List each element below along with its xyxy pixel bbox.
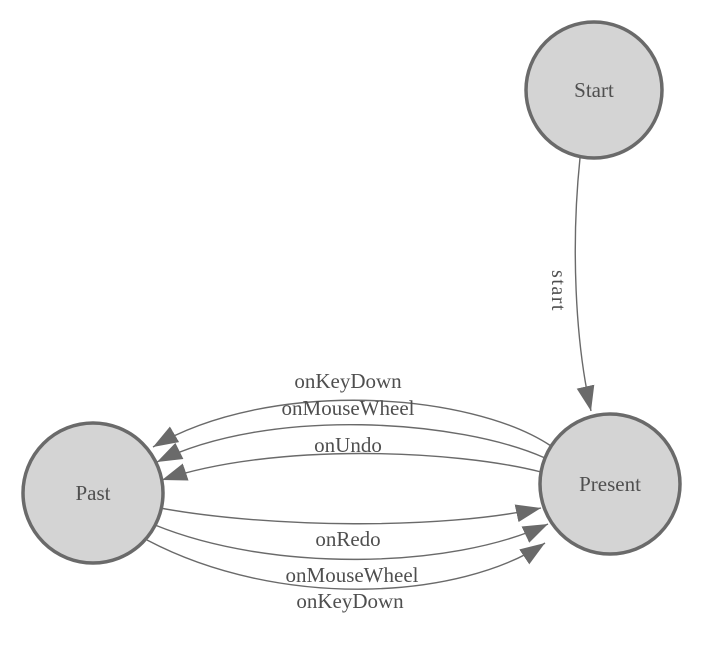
edge-label-onmousewheel-top: onMouseWheel: [282, 396, 415, 420]
edge-present-to-past-onmousewheel: [156, 423, 546, 463]
edge-present-to-past-onundo: [161, 452, 542, 481]
edge-label-onkeydown-top: onKeyDown: [294, 369, 402, 393]
edge-start-to-present: [574, 157, 595, 412]
edge-past-to-present-onkeydown: [146, 539, 546, 590]
state-circle-past[interactable]: [21, 421, 165, 565]
edge-layer: [146, 157, 595, 590]
state-label-start: Start: [574, 78, 614, 102]
state-circle-present[interactable]: [538, 412, 682, 556]
edge-present-to-past-onkeydown: [152, 399, 552, 448]
state-label-past: Past: [75, 481, 110, 505]
state-node-present[interactable]: Present: [538, 412, 682, 556]
edge-label-start: start: [547, 270, 569, 312]
state-node-start[interactable]: Start: [524, 20, 664, 160]
edge-label-onkeydown-bottom: onKeyDown: [296, 589, 404, 613]
edge-past-to-present-onredo: [159, 504, 542, 525]
edge-past-to-present-onmousewheel: [154, 523, 549, 561]
edge-label-onredo: onRedo: [315, 527, 380, 551]
node-layer: Start Present Past: [21, 20, 682, 565]
state-circle-start[interactable]: [524, 20, 664, 160]
state-label-present: Present: [579, 472, 641, 496]
state-node-past[interactable]: Past: [21, 421, 165, 565]
edge-label-onmousewheel-bottom: onMouseWheel: [286, 563, 419, 587]
edge-label-layer: start onKeyDown onMouseWheel onUndo onRe…: [282, 270, 569, 613]
edge-label-onundo: onUndo: [314, 433, 382, 457]
